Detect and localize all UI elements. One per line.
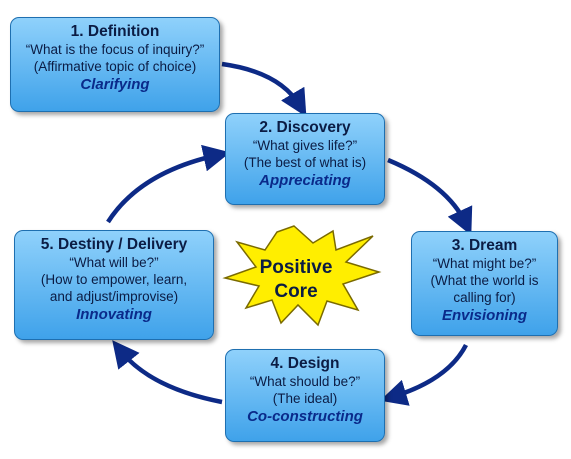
phase-question: “What gives life?” bbox=[252, 138, 358, 153]
phase-description: (What the world is bbox=[430, 273, 539, 288]
arrow-design-to-destiny bbox=[112, 340, 223, 405]
phase-description-cont: calling for) bbox=[453, 290, 516, 305]
arrow-dream-to-design bbox=[379, 343, 469, 406]
phase-verb: Co-constructing bbox=[247, 408, 363, 425]
positive-core-starburst bbox=[222, 225, 382, 327]
positive-core-label-line1: Positive bbox=[260, 257, 333, 278]
phase-description: (How to empower, learn, bbox=[40, 272, 188, 287]
phase-description-cont: and adjust/improvise) bbox=[49, 289, 179, 304]
phase-box-discovery: 2. Discovery “What gives life?” (The bes… bbox=[225, 113, 385, 205]
phase-description: (The best of what is) bbox=[243, 155, 367, 170]
phase-question: “What will be?” bbox=[69, 255, 159, 270]
phase-box-dream: 3. Dream “What might be?” (What the worl… bbox=[411, 231, 558, 336]
arrow-destiny-to-discovery bbox=[106, 144, 231, 224]
phase-description: (Affirmative topic of choice) bbox=[33, 59, 197, 74]
phase-box-destiny: 5. Destiny / Delivery “What will be?” (H… bbox=[14, 230, 214, 340]
positive-core-label-line2: Core bbox=[274, 281, 317, 302]
phase-verb: Clarifying bbox=[80, 76, 150, 93]
phase-box-definition: 1. Definition “What is the focus of inqu… bbox=[10, 17, 220, 112]
phase-title: 3. Dream bbox=[451, 237, 518, 254]
phase-question: “What should be?” bbox=[249, 374, 361, 389]
phase-box-design: 4. Design “What should be?” (The ideal) … bbox=[225, 349, 385, 442]
phase-question: “What is the focus of inquiry?” bbox=[25, 42, 205, 57]
phase-title: 4. Design bbox=[270, 355, 340, 372]
phase-verb: Envisioning bbox=[441, 307, 527, 324]
phase-description: (The ideal) bbox=[272, 391, 338, 406]
phase-verb: Innovating bbox=[76, 306, 152, 323]
phase-title: 1. Definition bbox=[70, 23, 160, 40]
phase-verb: Appreciating bbox=[259, 172, 351, 189]
phase-title: 2. Discovery bbox=[259, 119, 351, 136]
phase-title: 5. Destiny / Delivery bbox=[40, 236, 188, 253]
phase-question: “What might be?” bbox=[432, 256, 537, 271]
arrow-definition-to-discovery bbox=[221, 61, 307, 117]
arrow-discovery-to-dream bbox=[387, 157, 473, 236]
